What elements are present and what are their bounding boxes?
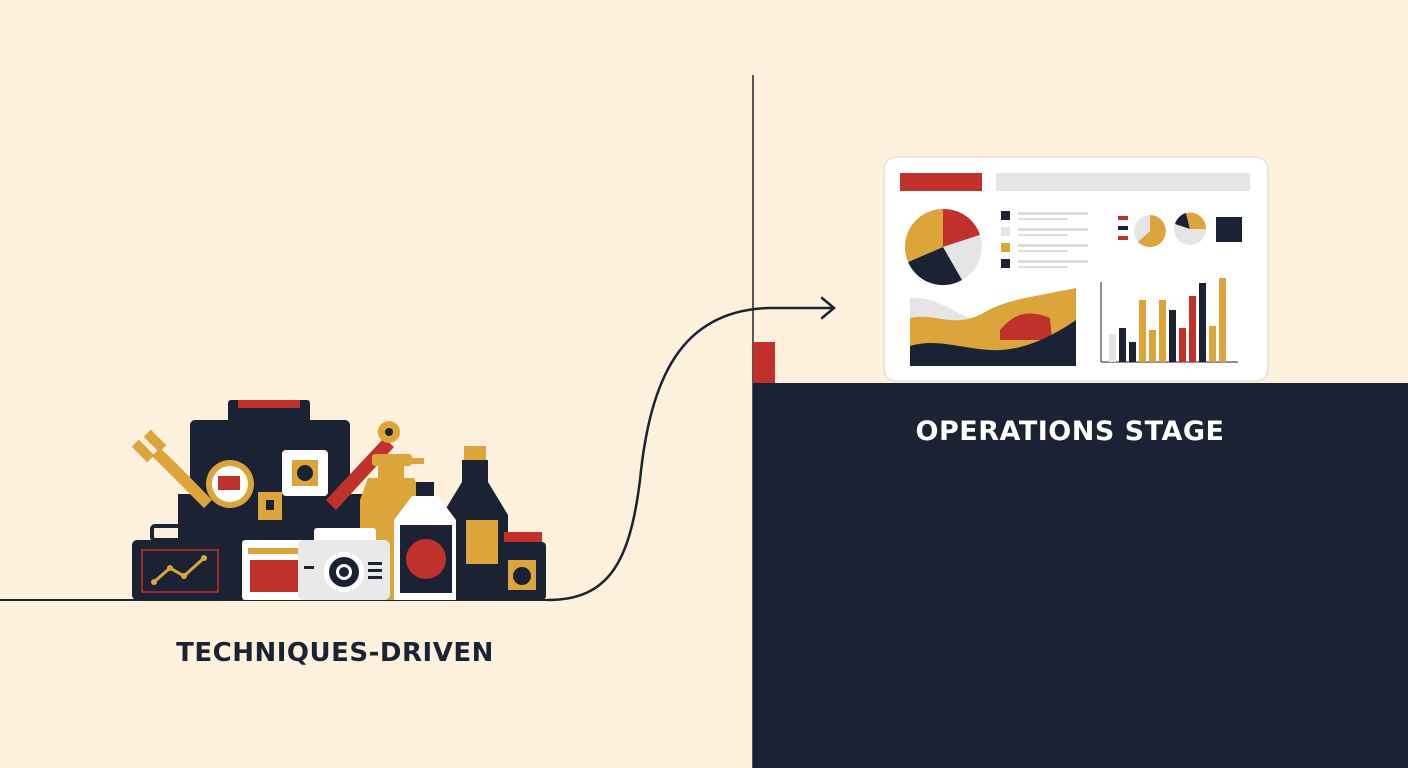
area-chart	[910, 288, 1076, 366]
operations-stage-label: OPERATIONS STAGE	[915, 416, 1225, 447]
red-marker	[753, 342, 775, 383]
arrow-icon	[546, 296, 836, 602]
badge-icon	[206, 460, 254, 508]
dashboard-header-bar	[996, 173, 1250, 191]
monitor-icon	[132, 524, 228, 600]
bar-chart	[1100, 278, 1238, 363]
techniques-driven-label: TECHNIQUES-DRIVEN	[176, 638, 494, 668]
tools-cluster	[131, 400, 546, 600]
jar-icon	[502, 532, 546, 600]
dashboard-title-bar	[900, 173, 982, 191]
camera-icon	[298, 528, 390, 600]
pie-chart	[904, 208, 982, 286]
fork-icon	[131, 429, 212, 508]
frame-icon	[282, 450, 328, 496]
dashboard-icon	[883, 156, 1269, 382]
operations-panel	[753, 383, 1408, 768]
bottle-icon	[442, 446, 508, 600]
mini-widgets	[1118, 212, 1242, 248]
dashboard-legend	[1001, 211, 1088, 268]
card-icon	[242, 540, 308, 600]
white-bottle-icon	[394, 482, 456, 600]
